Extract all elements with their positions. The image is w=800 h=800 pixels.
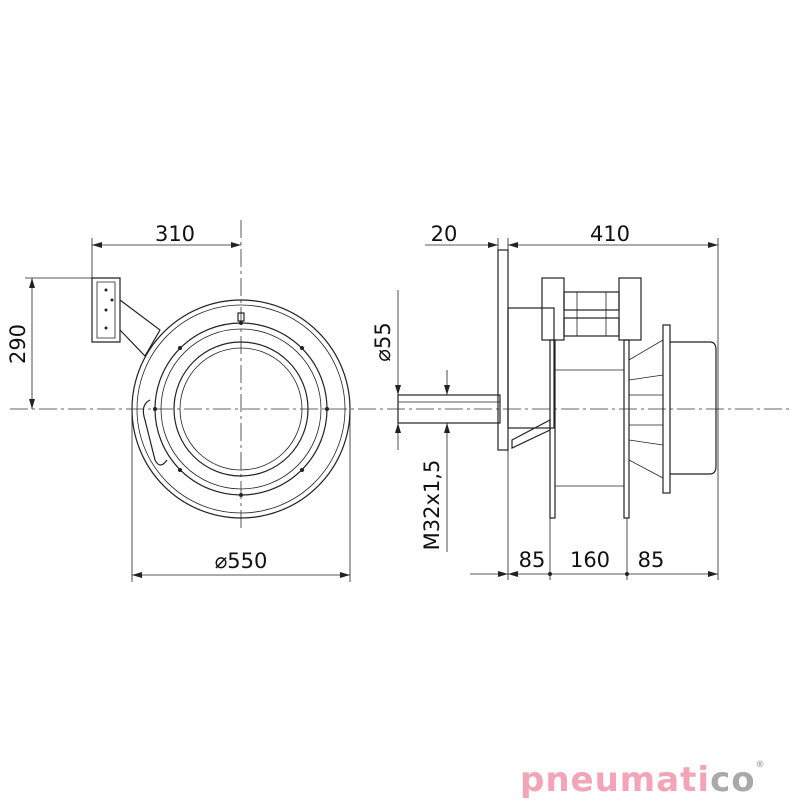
dim-thread: M32x1,5 [420,460,444,551]
dim-290: 290 [6,324,30,364]
dim-160: 160 [570,548,610,572]
dim-20: 20 [431,222,458,246]
dim-diameter-55: ⌀55 [371,322,395,361]
pneumatico-logo: pneumatico® [520,760,766,800]
dim-310: 310 [155,222,195,246]
dim-85-left: 85 [519,548,546,572]
front-view-reel [91,277,351,519]
center-lines [10,220,790,530]
dim-410: 410 [590,222,630,246]
side-view-reel [397,249,717,519]
dimension-lines [25,238,719,582]
dim-diameter-550: ⌀550 [215,549,268,573]
dim-85-right: 85 [638,548,665,572]
